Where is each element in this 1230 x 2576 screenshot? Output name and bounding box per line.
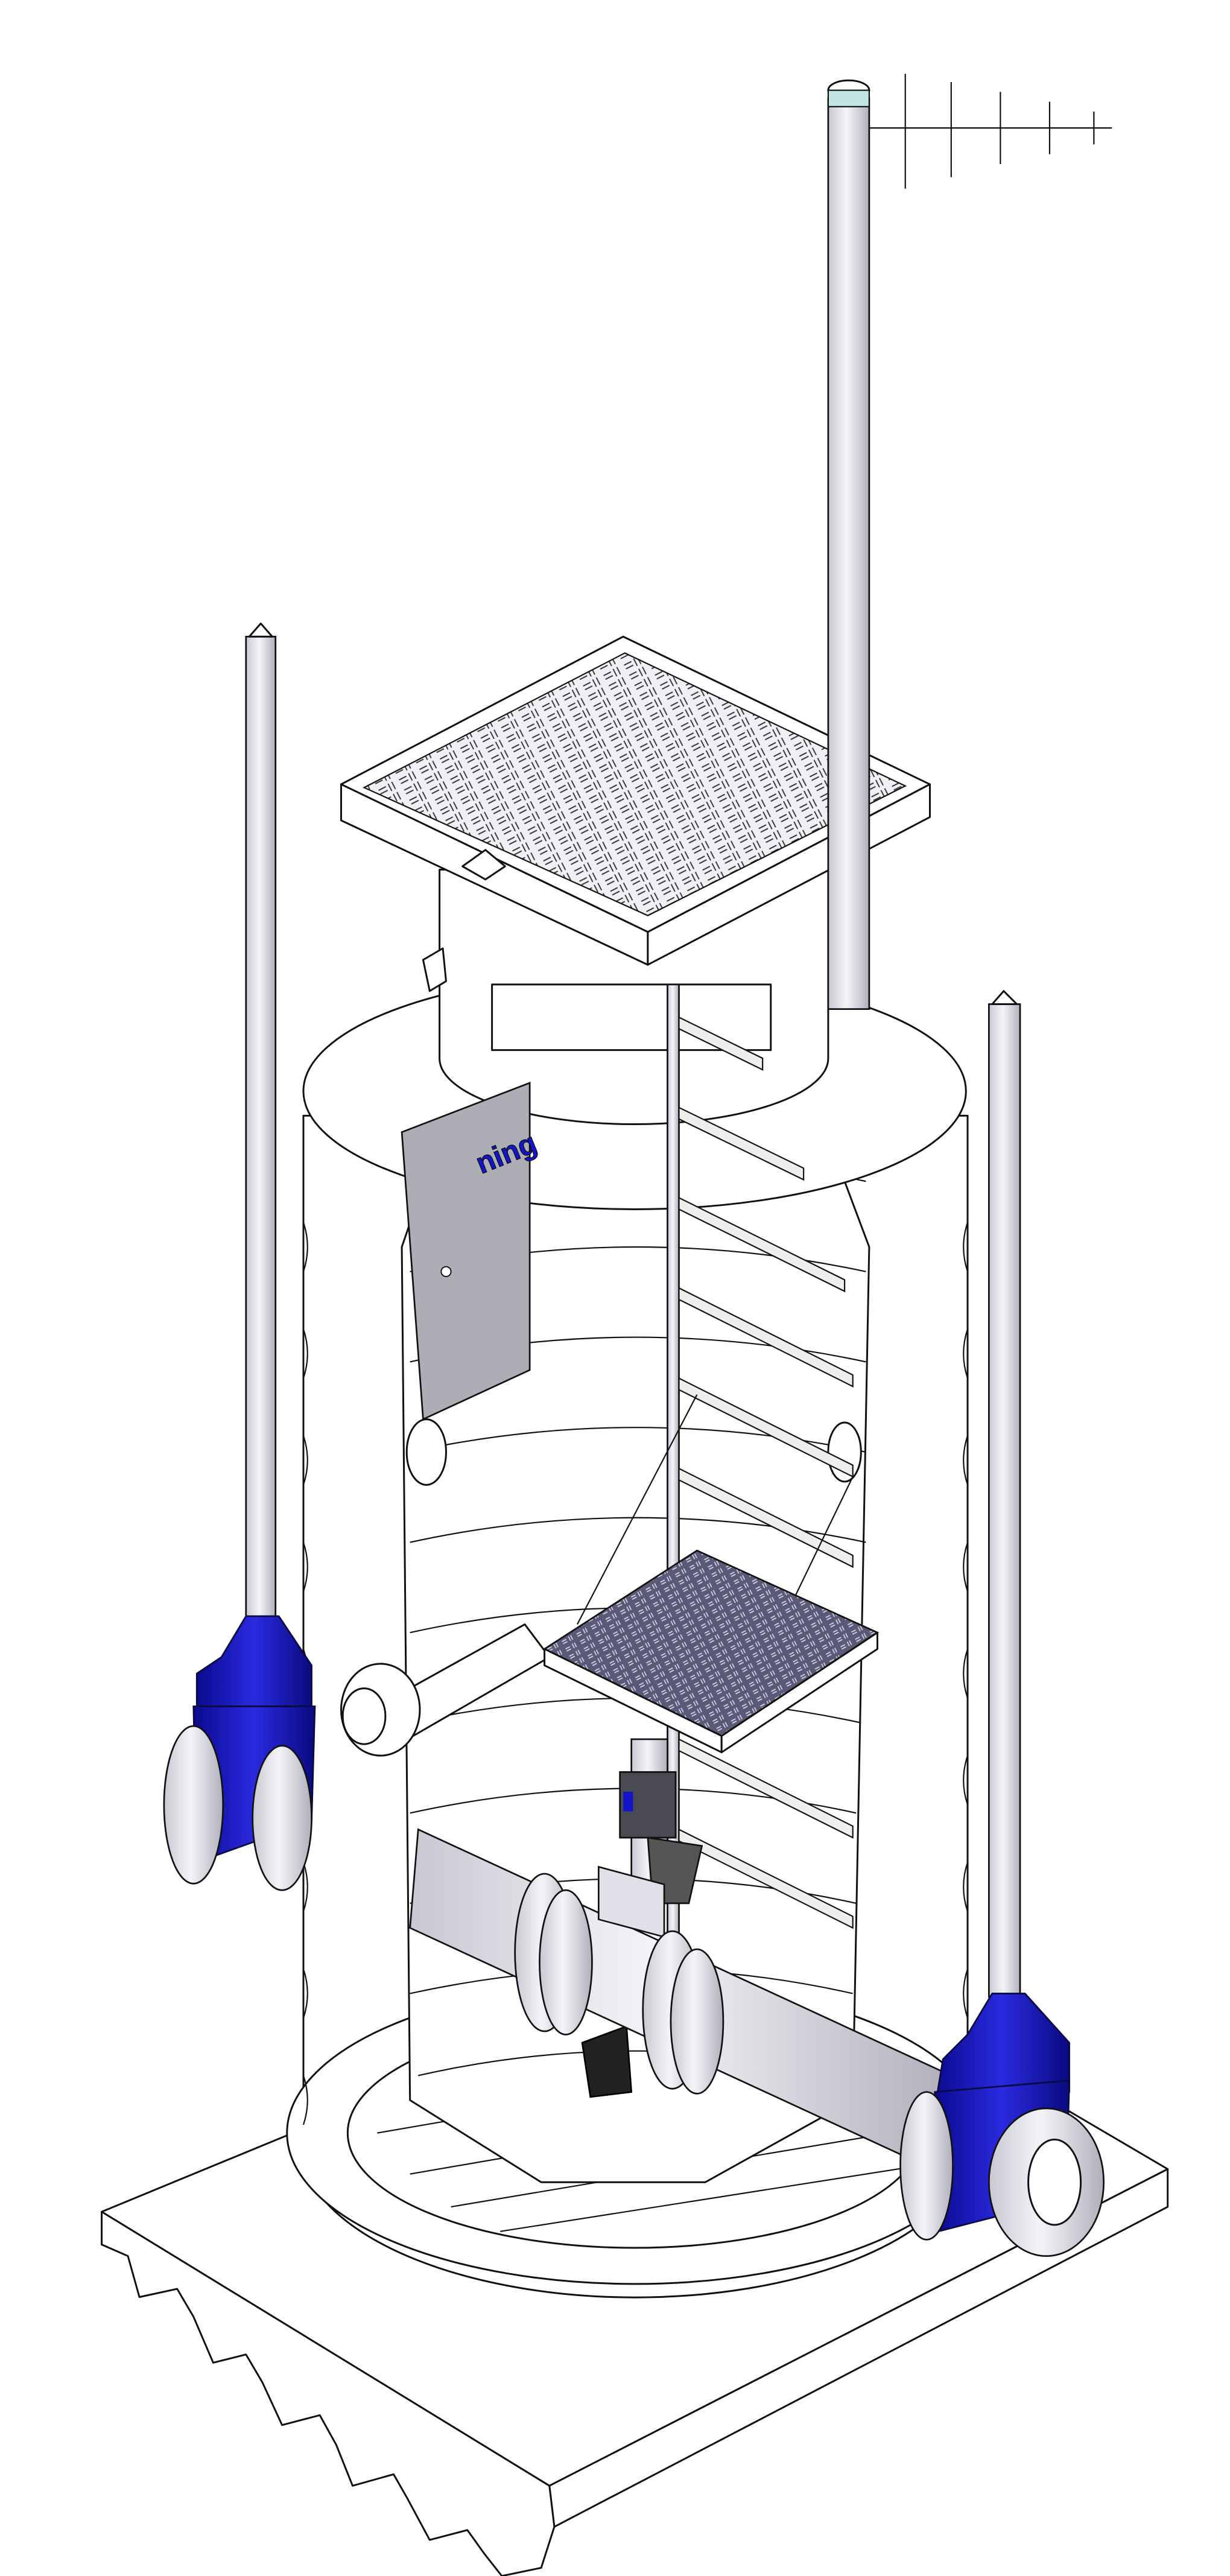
- right-knife-gate-valve: [899, 990, 1105, 2257]
- left-knife-gate-valve: [163, 623, 316, 1891]
- manhole-cover: [340, 635, 931, 966]
- discharge-pipe: [409, 1828, 953, 2175]
- pump-riser: [581, 1738, 703, 2098]
- pipe-flanges: [514, 1873, 724, 2095]
- inlet-pipe: [340, 1623, 551, 1757]
- grating-platform: [542, 1394, 880, 1754]
- yagi-antenna-icon: [869, 74, 1112, 189]
- access-neck: [422, 868, 829, 1125]
- antenna-mast: [827, 74, 1112, 1010]
- control-panel-door: ning: [401, 1082, 542, 1421]
